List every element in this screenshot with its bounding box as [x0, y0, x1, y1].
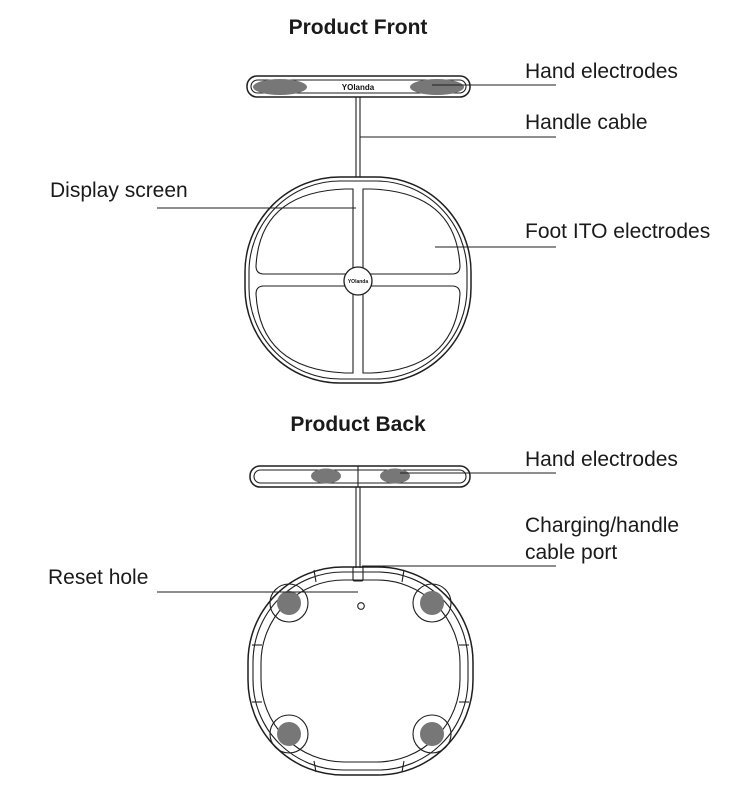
- foot-pad-bottom-left: [277, 722, 301, 746]
- foot-pad-top-right-ring: [412, 583, 452, 623]
- back-handle-bar: [249, 465, 471, 488]
- foot-pad-top-left: [277, 591, 301, 615]
- front-scale: YOlanda: [244, 176, 472, 384]
- label-front-hand-electrodes: Hand electrodes: [525, 60, 678, 83]
- display-brand: YOlanda: [348, 279, 369, 285]
- back-handle-inner: [253, 469, 467, 484]
- back-hand-electrode-right: [380, 468, 410, 484]
- front-title: Product Front: [289, 16, 428, 39]
- back-cable: [355, 487, 361, 568]
- foot-pad-bottom-right-ring: [412, 714, 452, 754]
- front-scale-body: [244, 176, 472, 384]
- label-charging-port-line2: cable port: [525, 541, 617, 564]
- label-back-hand-electrodes: Hand electrodes: [525, 448, 678, 471]
- label-handle-cable: Handle cable: [525, 111, 648, 134]
- foot-pad-bottom-left-ring: [269, 714, 309, 754]
- foot-electrode-top-left: [255, 188, 354, 275]
- back-scale-rim-inner: [260, 579, 461, 763]
- foot-pad-top-right: [420, 591, 444, 615]
- label-reset-hole: Reset hole: [48, 566, 148, 589]
- front-scale-rim: [248, 180, 468, 380]
- front-cable: [355, 97, 361, 177]
- front-hand-electrode-right: [410, 79, 464, 95]
- front-handle-brand: YOlanda: [342, 83, 375, 92]
- charging-cable-port: [352, 566, 364, 582]
- foot-electrode-bottom-left: [255, 285, 354, 374]
- display-screen: [343, 266, 373, 296]
- foot-electrode-bottom-right: [362, 285, 461, 374]
- front-handle-inner: [250, 79, 467, 94]
- foot-electrode-top-right: [362, 188, 461, 275]
- label-foot-ito-electrodes: Foot ITO electrodes: [525, 220, 710, 243]
- front-handle-bar: [246, 75, 471, 98]
- reset-hole: [357, 602, 365, 610]
- back-hand-electrode-left: [311, 468, 341, 484]
- back-handle: [249, 465, 471, 488]
- back-scale-rim-outer: [252, 571, 469, 771]
- front-handle: YOlanda: [246, 75, 471, 98]
- label-display-screen: Display screen: [50, 179, 188, 202]
- back-rim-segments: [252, 569, 469, 773]
- back-title: Product Back: [290, 413, 426, 436]
- label-charging-port-line1: Charging/handle: [525, 514, 679, 537]
- foot-pad-top-left-ring: [269, 583, 309, 623]
- back-scale: [247, 566, 474, 776]
- foot-pad-bottom-right: [420, 722, 444, 746]
- front-hand-electrode-left: [253, 79, 307, 95]
